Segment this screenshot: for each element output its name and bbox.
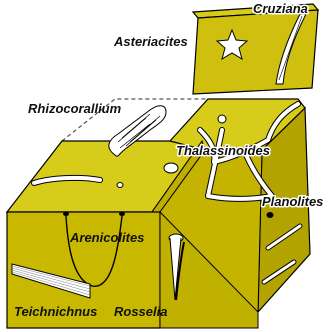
label-thalassinoides: Thalassinoides [176, 143, 270, 158]
burrow-opening [117, 183, 123, 188]
label-teichnichnus: Teichnichnus [14, 304, 97, 319]
label-planolites: Planolites [262, 194, 323, 209]
label-rhizocorallium: Rhizocorallium [28, 101, 122, 116]
label-arenicolites: Arenicolites [69, 230, 144, 245]
label-cruziana: Cruziana [253, 1, 308, 16]
burrow-opening [267, 212, 274, 218]
floating-slab [193, 4, 318, 94]
sediment-block [7, 99, 310, 328]
label-rosselia: Rosselia [114, 304, 167, 319]
label-asteriacites: Asteriacites [113, 34, 188, 49]
